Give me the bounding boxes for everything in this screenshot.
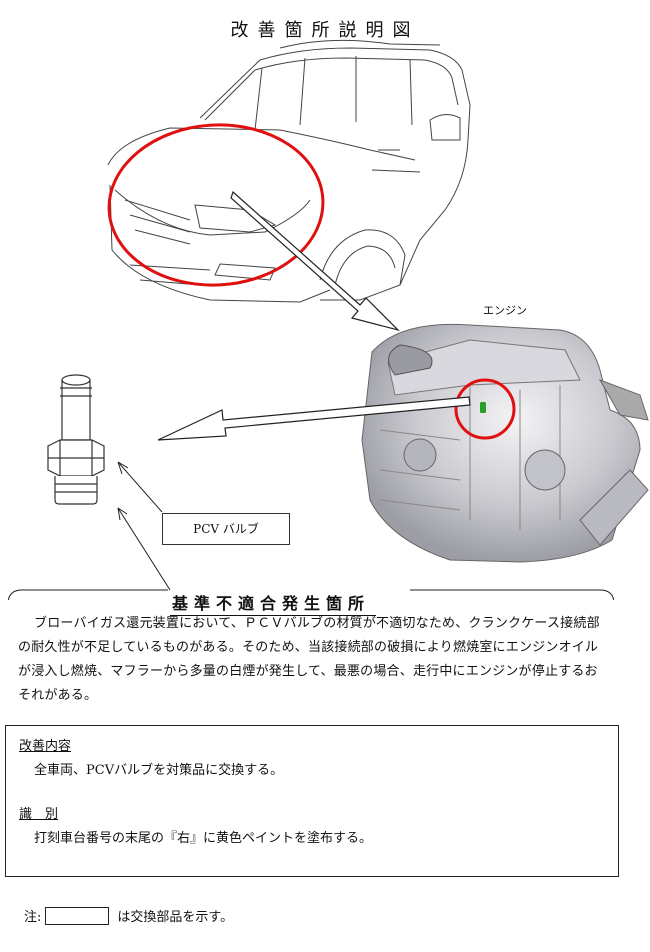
identification-heading: 識 別 (19, 807, 59, 822)
arrow-engine-to-valve (157, 396, 471, 441)
arrow-car-to-engine (230, 190, 400, 332)
note-suffix: は交換部品を示す。 (117, 910, 234, 925)
note-prefix: 注: (24, 910, 42, 925)
defect-bracket-right (599, 589, 615, 600)
pcv-valve-label: PCV バルブ (162, 513, 290, 545)
car-illustration (107, 39, 471, 303)
car-highlight-circle (107, 123, 325, 287)
engine-highlight-circle (454, 378, 516, 440)
defect-bracket-left (7, 589, 23, 600)
improvement-text: 全車両、PCVバルブを対策品に交換する。 (34, 763, 284, 778)
remedy-box: 改善内容 全車両、PCVバルブを対策品に交換する。 識 別 打刻車台番号の末尾の… (5, 725, 619, 877)
footnote: 注: は交換部品を示す。 (24, 906, 233, 925)
defect-location-heading: 基準不適合発生箇所 (170, 590, 377, 616)
illustration (7, 39, 649, 600)
identification-text: 打刻車台番号の末尾の『右』に黄色ペイントを塗布する。 (34, 831, 373, 846)
page-title: 改善箇所説明図 (230, 20, 420, 41)
pcv-valve-marker (480, 402, 486, 413)
defect-description: ブローバイガス還元装置において、ＰＣＶバルブの材質が不適切なため、クランクケース… (18, 616, 600, 703)
pcv-valve-drawing (47, 374, 105, 505)
engine-illustration (361, 323, 649, 563)
engine-label: エンジン (483, 304, 527, 317)
replaced-part-legend-box (45, 906, 110, 925)
improvement-heading: 改善内容 (19, 739, 72, 754)
pcv-pointer-arrows (117, 461, 171, 591)
